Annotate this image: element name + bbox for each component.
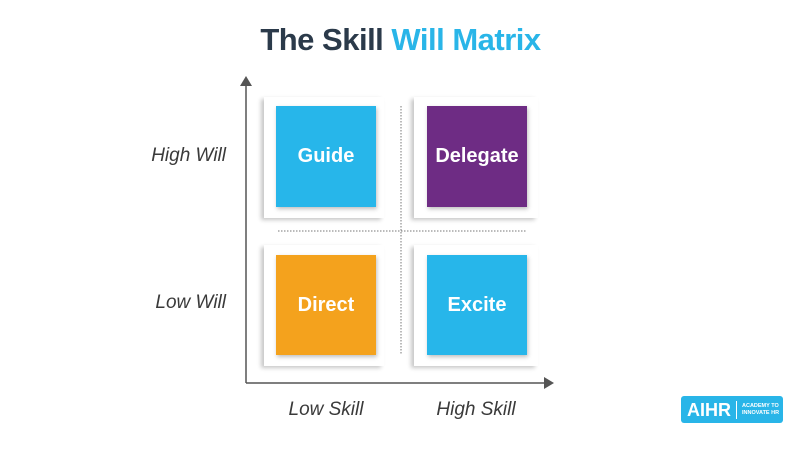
x-axis-arrow-icon (544, 377, 554, 389)
y-label-high: High Will (151, 145, 226, 166)
title-part-2: Will Matrix (391, 22, 541, 57)
quadrant-direct: Direct (276, 255, 376, 355)
logo-tagline-1: ACADEMY TO (742, 402, 779, 409)
quadrant-excite: Excite (427, 255, 527, 355)
y-axis-arrow-icon (240, 76, 252, 86)
logo-tagline-2: INNOVATE HR (742, 409, 780, 416)
quadrant-delegate: Delegate (427, 106, 527, 207)
page-title: The Skill Will Matrix (0, 22, 801, 58)
x-label-high: High Skill (436, 399, 516, 420)
logo-name: AIHR (681, 400, 737, 419)
quadrant-guide: Guide (276, 106, 376, 207)
title-part-1: The Skill (260, 22, 384, 57)
y-label-low: Low Will (155, 292, 226, 313)
x-label-low: Low Skill (288, 399, 364, 420)
